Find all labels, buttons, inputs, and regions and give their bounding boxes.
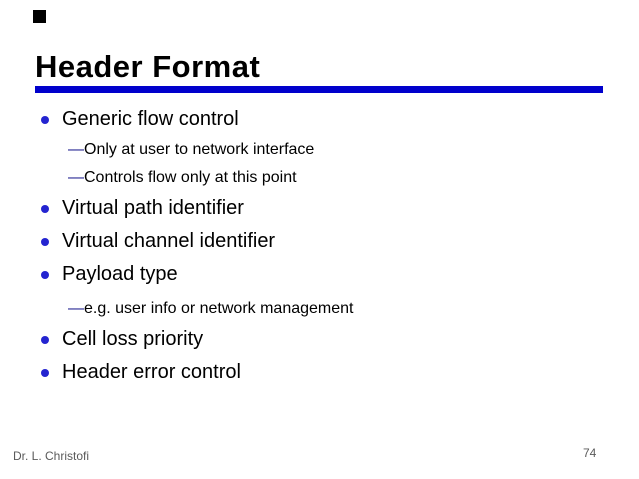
bullet-dot-icon [41, 369, 49, 377]
dash-icon: — [68, 141, 84, 158]
bullet-text: Cell loss priority [62, 328, 204, 350]
page-number: 74 [583, 446, 597, 460]
bullet-dot-icon [41, 116, 49, 124]
bullet-text: Payload type [62, 263, 178, 285]
bullet-item: Cell loss priority [0, 323, 639, 356]
bullet-text: Virtual channel identifier [62, 230, 276, 252]
bullet-item: Virtual path identifier [0, 192, 639, 225]
dash-icon: — [68, 169, 84, 186]
bullet-dot-icon [41, 271, 49, 279]
bullet-dot-icon [41, 336, 49, 344]
bullet-text: Header error control [62, 361, 241, 383]
bullet-item: Virtual channel identifier [0, 225, 639, 258]
sub-bullet-item: —Controls flow only at this point [0, 164, 639, 192]
footer-author: Dr. L. Christofi [13, 449, 90, 463]
sub-bullet-item: —Only at user to network interface [0, 136, 639, 164]
sub-bullet-text: Controls flow only at this point [84, 169, 297, 186]
bullet-item: Header error control [0, 356, 639, 389]
bullet-text: Generic flow control [62, 108, 239, 130]
bullet-dot-icon [41, 238, 49, 246]
slide-title: Header Format [35, 49, 261, 84]
sub-bullet-text: e.g. user info or network management [84, 300, 354, 317]
sub-bullet-item: —e.g. user info or network management [0, 295, 639, 323]
corner-square-icon [33, 10, 46, 23]
bullet-item: Generic flow control [0, 103, 639, 136]
title-underline-rule [35, 86, 603, 93]
bullet-item: Payload type [0, 258, 639, 291]
bullet-text: Virtual path identifier [62, 197, 244, 219]
sub-bullet-text: Only at user to network interface [84, 141, 315, 158]
bullet-list: Generic flow control —Only at user to ne… [0, 103, 639, 389]
bullet-dot-icon [41, 205, 49, 213]
dash-icon: — [68, 300, 84, 317]
